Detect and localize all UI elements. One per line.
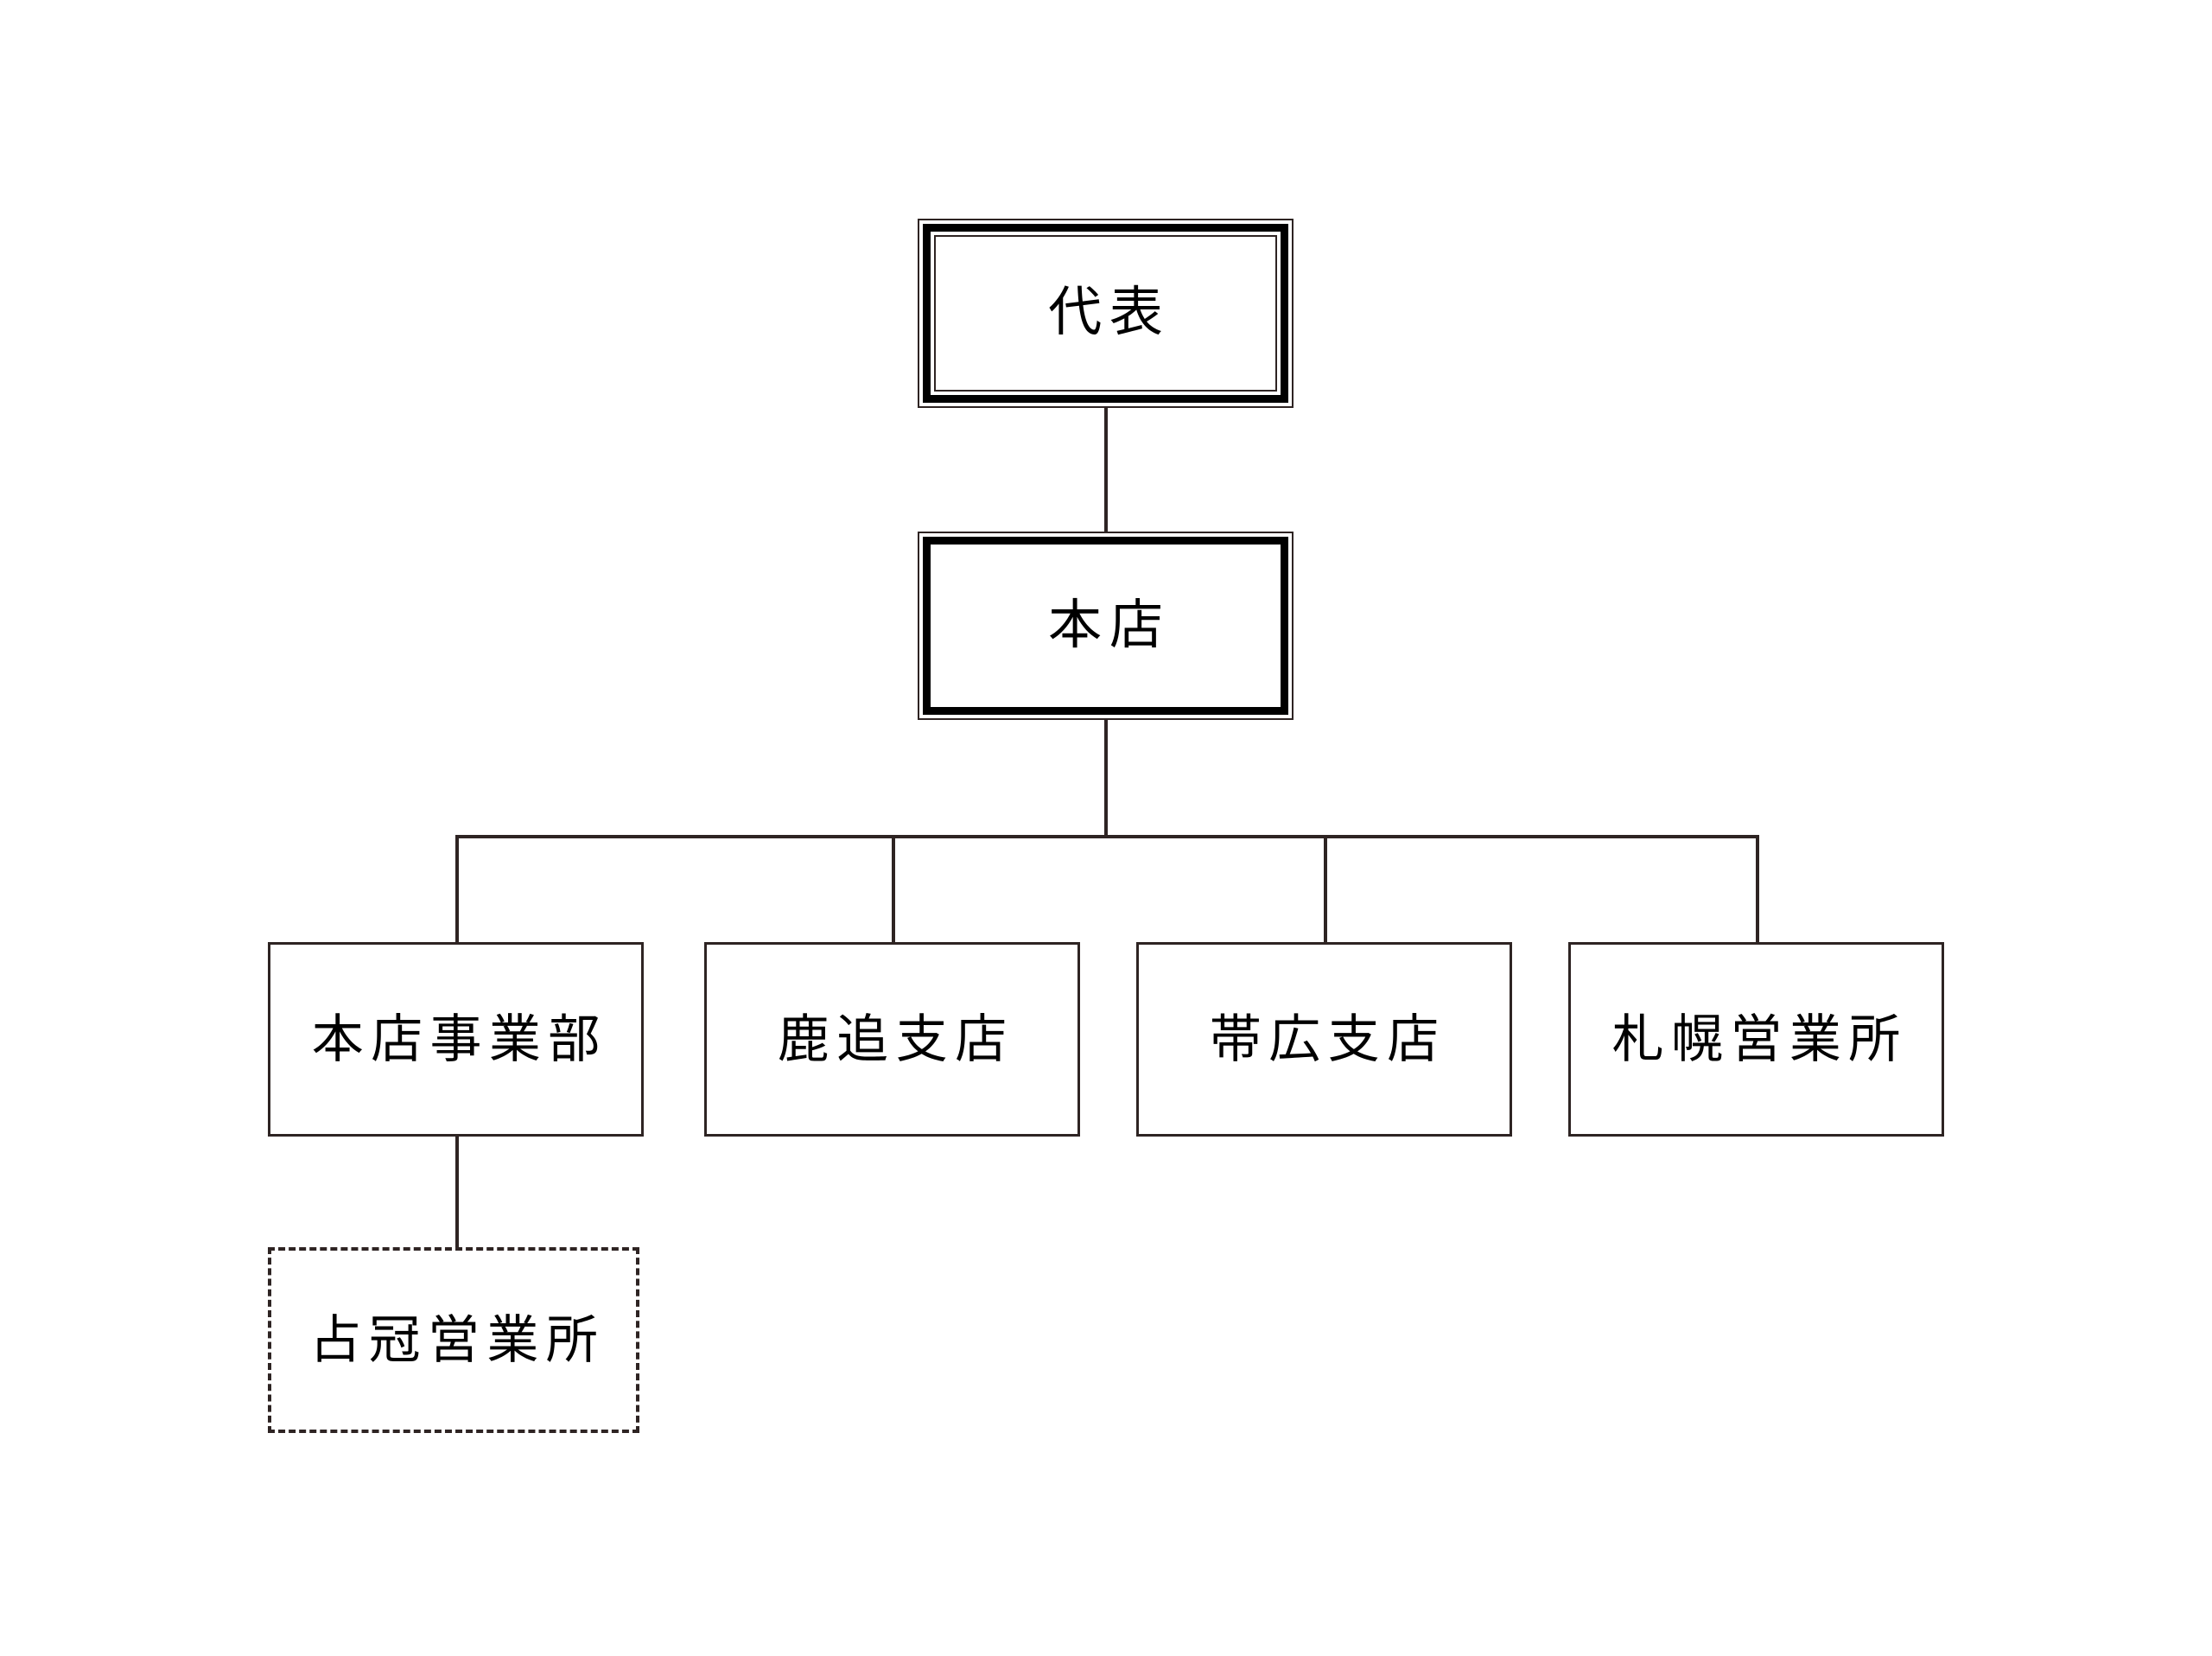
node-head-office[interactable]: 本店 bbox=[918, 532, 1294, 720]
node-shikaoi-branch-label: 鹿追支店 bbox=[777, 1010, 1014, 1068]
connector-representative-to-head-office bbox=[1104, 406, 1108, 533]
connector-division-to-sub-office bbox=[455, 1135, 459, 1249]
node-sapporo-sales-office[interactable]: 札幌営業所 bbox=[1568, 942, 1944, 1137]
connector-bus-to-division-4 bbox=[1756, 835, 1759, 944]
node-representative-label: 代表 bbox=[1048, 283, 1171, 343]
node-representative[interactable]: 代表 bbox=[918, 219, 1294, 408]
node-shimukappu-sales-office[interactable]: 占冠営業所 bbox=[268, 1247, 639, 1433]
node-representative-inner-frame: 代表 bbox=[934, 235, 1277, 392]
node-head-office-division[interactable]: 本店事業部 bbox=[268, 942, 644, 1137]
connector-bus-to-division-1 bbox=[455, 835, 459, 944]
node-shikaoi-branch[interactable]: 鹿追支店 bbox=[704, 942, 1080, 1137]
node-representative-frame: 代表 bbox=[923, 224, 1288, 403]
node-obihiro-branch-label: 帯広支店 bbox=[1209, 1010, 1446, 1068]
node-head-office-label: 本店 bbox=[1048, 596, 1171, 655]
node-head-office-division-label: 本店事業部 bbox=[311, 1010, 607, 1068]
node-shimukappu-sales-office-label: 占冠営業所 bbox=[309, 1311, 606, 1369]
connector-bus-to-division-2 bbox=[892, 835, 895, 944]
connector-bus-to-division-3 bbox=[1324, 835, 1327, 944]
node-head-office-frame: 本店 bbox=[923, 537, 1288, 715]
node-obihiro-branch[interactable]: 帯広支店 bbox=[1136, 942, 1512, 1137]
node-sapporo-sales-office-label: 札幌営業所 bbox=[1611, 1010, 1908, 1068]
connector-horizontal-bus bbox=[455, 835, 1758, 838]
connector-head-office-to-bus bbox=[1104, 718, 1108, 838]
